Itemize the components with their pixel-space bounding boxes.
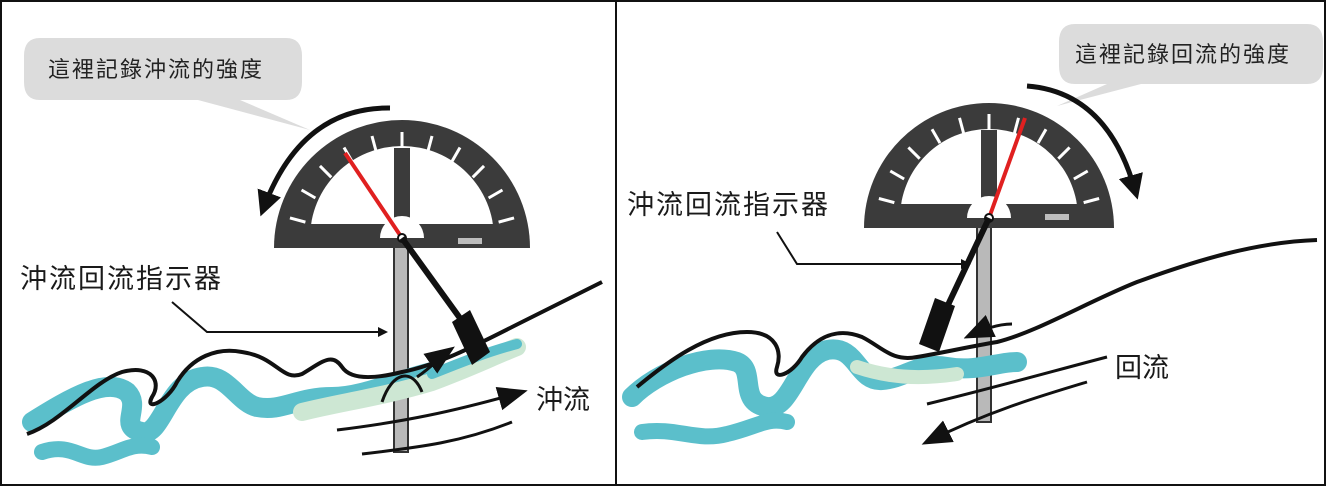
gauge (864, 103, 1114, 228)
gauge-tick (1057, 146, 1071, 160)
gauge-tick (498, 216, 515, 224)
curved-arrow-icon (257, 105, 391, 217)
gauge-tick (1036, 128, 1048, 144)
swash-label: 沖流 (536, 385, 590, 416)
gauge-tick (930, 128, 942, 144)
wave (622, 238, 1318, 445)
gauge-tick (958, 117, 966, 134)
gauge-tick (1012, 117, 1020, 134)
gauge-needle (343, 151, 404, 240)
gauge (274, 120, 530, 248)
device-label: 沖流回流指示器 (627, 190, 830, 221)
gauge-tick (370, 135, 378, 152)
gauge-tick (471, 164, 486, 179)
curved-arrow-icon (1026, 83, 1143, 200)
gauge-tick (450, 146, 462, 163)
device-label: 沖流回流指示器 (20, 264, 223, 295)
gauge-tick (318, 164, 333, 179)
swash-panel: 這裡記錄沖流的強度 (0, 0, 617, 486)
gauge-tick (289, 216, 306, 224)
callout-text: 這裡記錄回流的強度 (1075, 43, 1291, 68)
gauge-tick (300, 188, 317, 200)
wave (22, 280, 603, 466)
callout-text: 這裡記錄沖流的強度 (48, 58, 264, 83)
gauge-tick (1083, 197, 1100, 205)
backwash-panel: 這裡記錄回流的強度 (615, 0, 1326, 486)
device-pointer-line (171, 301, 388, 337)
gauge-tick (487, 188, 504, 200)
gauge-tick (878, 197, 895, 205)
device-pointer-line (776, 231, 971, 269)
gauge-tick (889, 169, 905, 181)
callout-bubble: 這裡記錄回流的強度 (1057, 24, 1323, 106)
gauge-tick (426, 135, 434, 152)
indicator-pole (976, 225, 992, 423)
gauge-needle (987, 117, 1027, 219)
gauge-tick (907, 146, 921, 160)
backwash-illustration: 這裡記錄回流的強度 (622, 24, 1323, 445)
callout-bubble: 這裡記錄沖流的強度 (24, 38, 310, 130)
indicator-paddle (399, 236, 490, 365)
swash-illustration: 這裡記錄沖流的強度 (20, 38, 603, 466)
gauge-tick (1073, 169, 1089, 181)
backwash-label: 回流 (1115, 353, 1169, 384)
